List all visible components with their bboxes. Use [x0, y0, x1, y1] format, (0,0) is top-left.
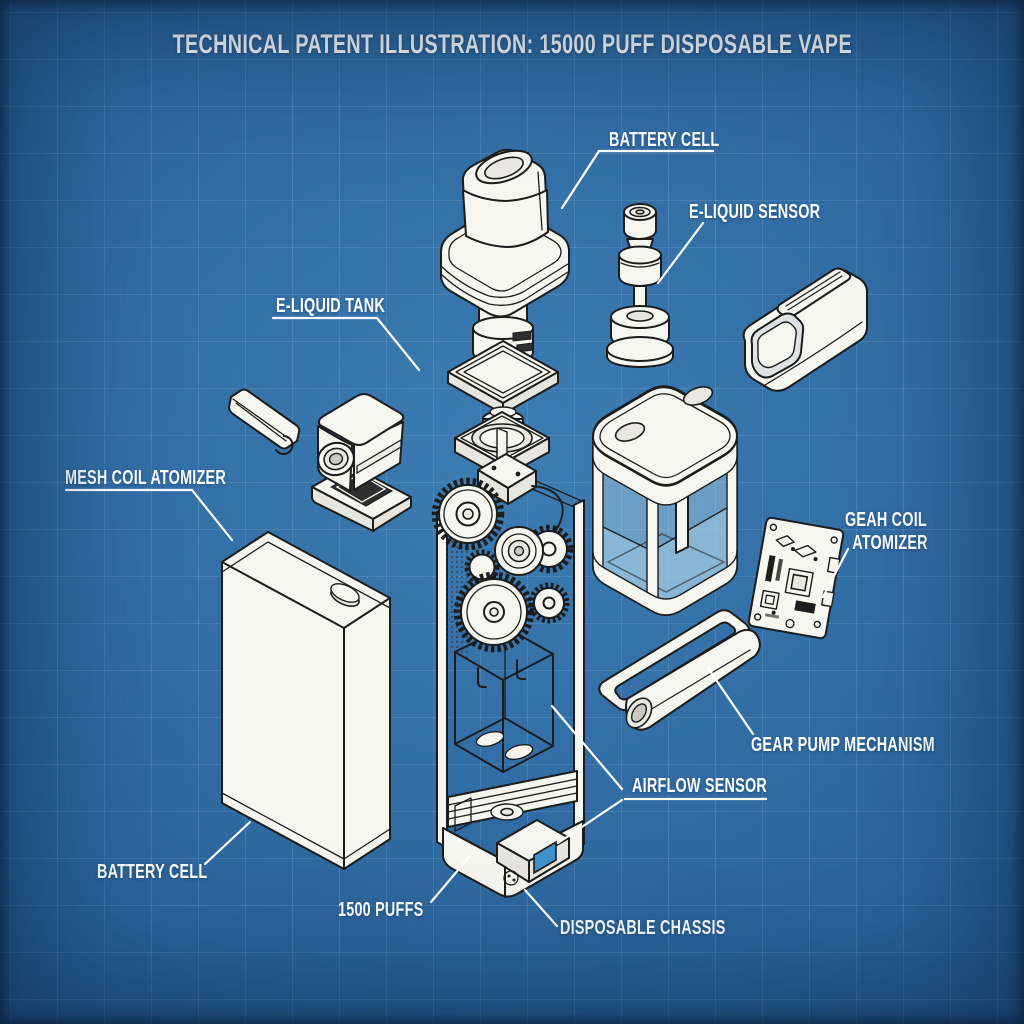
label-e-liquid-sensor: E-LIQUID SENSOR	[689, 201, 821, 223]
label-e-liquid-tank: E-LIQUID TANK	[276, 295, 385, 317]
leader-battery-cell-top	[560, 149, 715, 210]
e-liquid-sensor-drawing	[606, 203, 674, 368]
label-battery-cell-bottom: BATTERY CELL	[97, 861, 208, 883]
circuit-board-drawing	[747, 516, 845, 640]
leader-puff-count	[429, 854, 472, 904]
leader-e-liquid-sensor	[656, 221, 705, 285]
label-geah-coil-line1: GEAH COIL	[845, 509, 927, 531]
leader-geah-coil-atomizer	[821, 547, 850, 599]
leader-lines	[64, 149, 850, 928]
leader-mesh-coil-atomizer	[64, 488, 234, 542]
label-battery-cell-top: BATTERY CELL	[609, 129, 720, 151]
leader-gear-pump-mechanism	[706, 666, 755, 736]
leader-battery-cell-bottom	[203, 820, 252, 866]
title-row: TECHNICAL PATENT ILLUSTRATION: 15000 PUF…	[0, 29, 1024, 60]
label-gear-pump-mechanism: GEAR PUMP MECHANISM	[751, 734, 935, 756]
outer-mouthpiece-shell-drawing	[742, 267, 868, 392]
leader-airflow-sensor-lower	[556, 798, 624, 845]
gear-drivetrain-drawing	[431, 447, 574, 660]
leader-e-liquid-tank	[271, 316, 421, 372]
label-airflow-sensor: AIRFLOW SENSOR	[632, 775, 768, 797]
label-disposable-chassis: DISPOSABLE CHASSIS	[560, 917, 726, 939]
contact-clip-drawing	[228, 388, 301, 455]
e-liquid-tank-drawing	[592, 385, 738, 616]
label-puff-count: 1500 PUFFS	[338, 899, 424, 921]
battery-cell-drawing	[221, 531, 391, 870]
label-mesh-coil-atomizer: MESH COIL ATOMIZER	[65, 467, 226, 489]
mouthpiece-cap-drawing	[440, 148, 570, 318]
mesh-coil-atomizer-drawing	[311, 393, 412, 532]
page-title: TECHNICAL PATENT ILLUSTRATION: 15000 PUF…	[172, 29, 852, 59]
label-geah-coil-line2: ATOMIZER	[852, 532, 928, 554]
label-geah-coil-atomizer: GEAH COIL ATOMIZER	[845, 509, 928, 555]
disposable-chassis-drawing	[436, 469, 585, 898]
gear-pump-roller-drawing	[598, 609, 761, 731]
leader-disposable-chassis	[523, 888, 559, 928]
leader-airflow-sensor-upper	[550, 704, 624, 791]
